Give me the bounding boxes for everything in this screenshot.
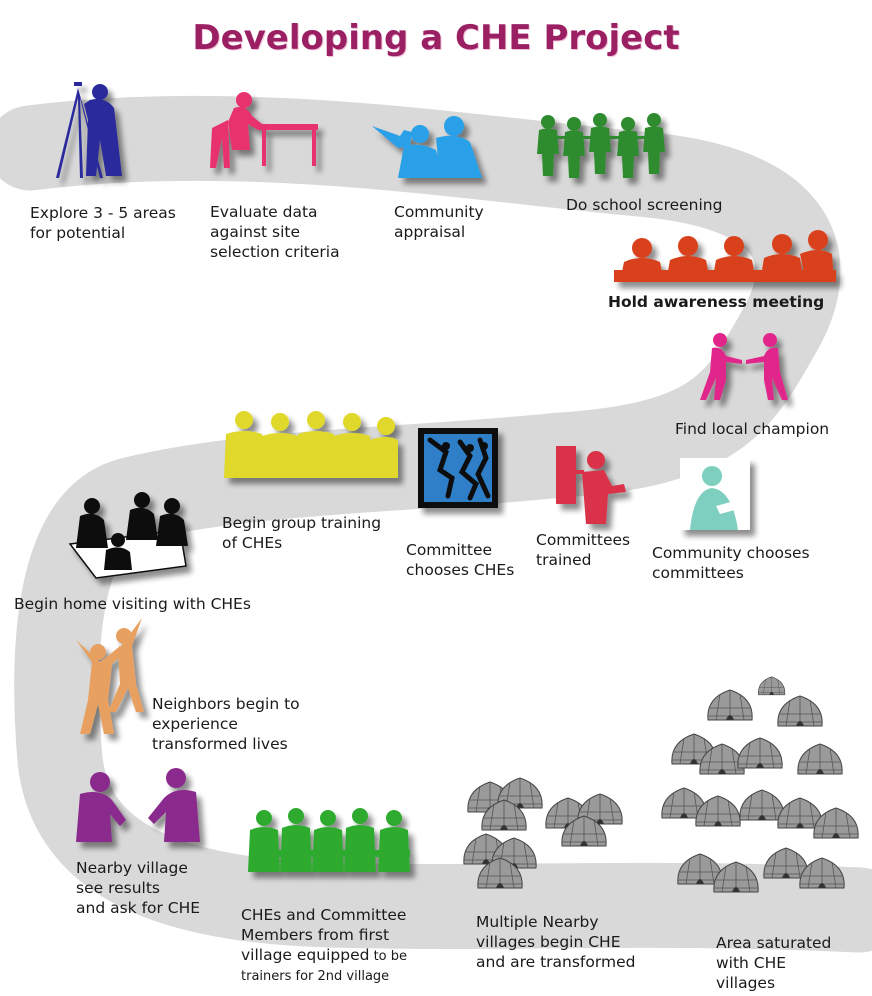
seated-group-icon bbox=[224, 411, 398, 478]
diagram-title: Developing a CHE Project bbox=[192, 18, 680, 58]
step-label-trainers: CHEs and Committee Members from first vi… bbox=[241, 906, 408, 984]
person-hand-on-chest-icon bbox=[680, 458, 750, 530]
step-label-home-visiting: Begin home visiting with CHEs bbox=[14, 595, 251, 613]
huts-icon bbox=[661, 676, 859, 893]
surveyor-icon bbox=[56, 82, 122, 178]
handshake-icon bbox=[700, 333, 788, 400]
dancing-figures-icon bbox=[418, 428, 498, 508]
two-people-talking-icon bbox=[76, 768, 200, 842]
trainer-at-board-icon bbox=[556, 446, 626, 524]
children-group-icon bbox=[537, 113, 665, 178]
step-label-awareness: Hold awareness meeting bbox=[608, 293, 825, 311]
home-visit-icon bbox=[68, 492, 188, 579]
step-label-screening: Do school screening bbox=[566, 196, 723, 214]
step-label-champion: Find local champion bbox=[675, 420, 830, 438]
audience-icon bbox=[614, 230, 836, 282]
seated-group-icon bbox=[248, 808, 410, 872]
people-pointing-icon bbox=[372, 116, 482, 178]
person-at-desk-icon bbox=[210, 92, 318, 168]
dancing-people-icon bbox=[76, 618, 144, 734]
